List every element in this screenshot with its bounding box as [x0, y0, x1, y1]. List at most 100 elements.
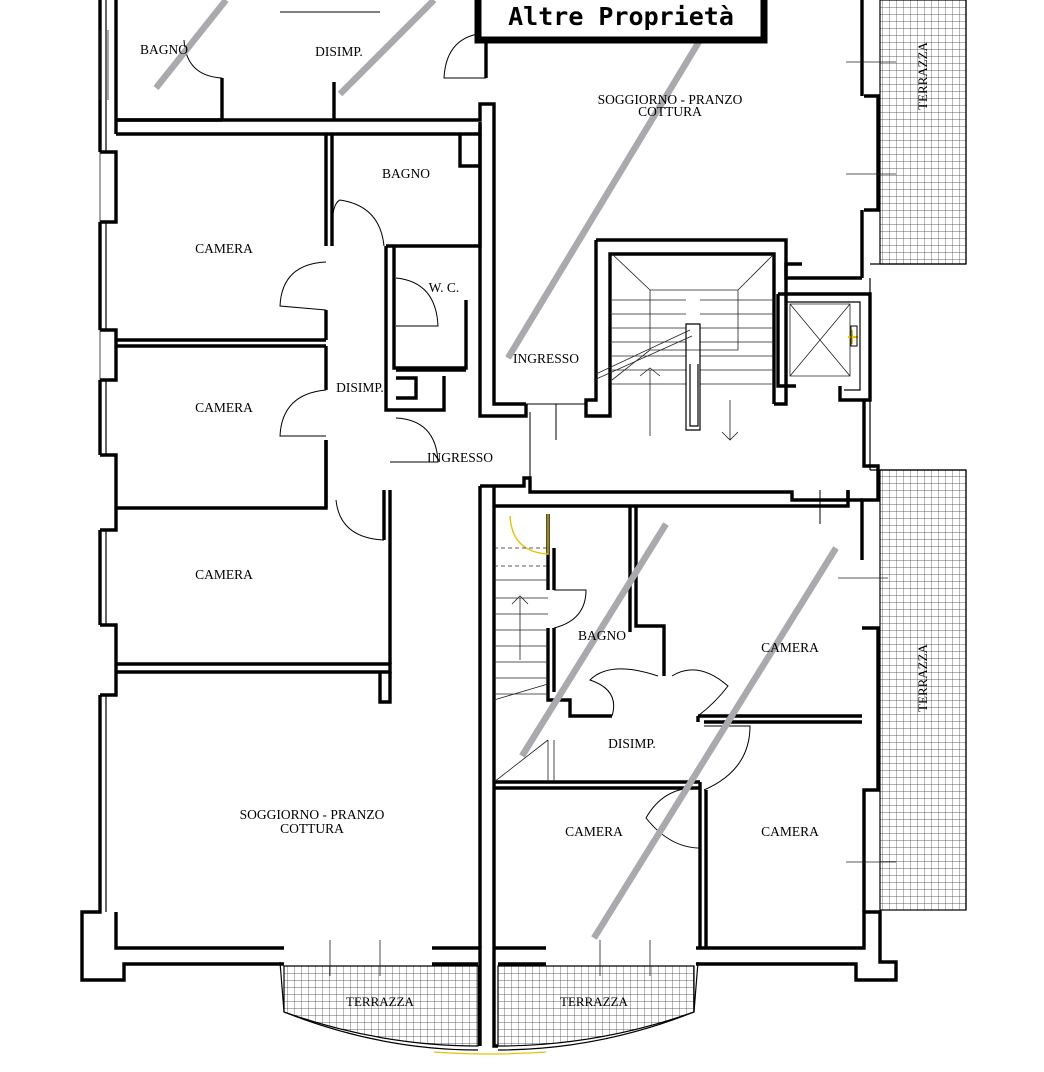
lift-counterweight [850, 325, 858, 347]
terrace-bottom-left [283, 965, 479, 1047]
stair-arrow-down [721, 400, 739, 441]
label-disimp-top: DISIMP. [315, 44, 363, 59]
label-terrace-right-bottom: TERRAZZA [915, 643, 930, 711]
wall-ingresso-sill [478, 370, 528, 418]
wall-disimp-east [384, 368, 466, 412]
walls [80, 0, 898, 1048]
label-ingresso-top: INGRESSO [513, 351, 579, 366]
door-camera-right-2 [703, 725, 751, 791]
wall-bagno-right-west [546, 514, 556, 590]
wall-right-upper [860, 0, 880, 278]
wall-camera3-stub [378, 672, 392, 704]
door-camera-bottom-1 [645, 787, 701, 849]
label-camera-left-1: CAMERA [195, 241, 253, 256]
stair-arrow-up [639, 367, 661, 436]
door-camera1 [331, 199, 385, 247]
label-camera-bottom-1: CAMERA [565, 824, 623, 839]
overlay-line-bagno [153, 0, 229, 91]
door-disimp-right-1 [589, 668, 659, 717]
wall-bagno-right [628, 506, 666, 676]
window-marks [99, 30, 896, 976]
wall-right-step [784, 262, 862, 280]
stair-handrail [689, 364, 699, 427]
door-camera1-swing [279, 261, 327, 311]
label-wc: W. C. [429, 280, 460, 295]
label-soggiorno-top-2: COTTURA [638, 104, 702, 119]
terrace-outline [870, 0, 967, 910]
wall-right-lower [860, 400, 880, 912]
wall-camera-right-south [698, 714, 862, 724]
stair-right-apartment [494, 579, 548, 695]
label-disimp-left: DISIMP. [336, 380, 384, 395]
pier-left-2 [100, 328, 118, 382]
terraces [279, 0, 967, 1055]
terrace-bottom-left-edge [279, 961, 479, 1051]
wall-wc [392, 246, 468, 370]
door-landing [526, 403, 586, 440]
pier-left-4 [100, 623, 118, 697]
wall-bagno-right-south [546, 628, 612, 718]
pier-left-3 [100, 453, 118, 532]
door-right-landing [792, 490, 848, 524]
stair-well [685, 323, 701, 431]
terrace-right-bottom [879, 469, 967, 911]
wall-bagno [386, 134, 482, 248]
overlay-line-disimp [337, 0, 437, 97]
wall-disimp-niche [396, 376, 418, 400]
wall-bottom-left [80, 815, 284, 982]
door-top-right [443, 33, 486, 79]
overlay-line-camera-right [591, 546, 839, 940]
label-camera-right-1: CAMERA [761, 640, 819, 655]
label-camera-left-3: CAMERA [195, 567, 253, 582]
door-bagno-right [553, 589, 587, 629]
label-bagno-top-left: BAGNO [140, 42, 188, 57]
wall-landing [480, 476, 848, 502]
wall-stairwell-corner [774, 386, 788, 406]
label-terrace-bottom-left: TERRAZZA [346, 994, 414, 1009]
label-soggiorno-bottom-2: COTTURA [280, 821, 344, 836]
wall-bottom-center-right [492, 946, 546, 1048]
label-disimp-right: DISIMP. [608, 736, 656, 751]
stair-left-treads [612, 299, 686, 385]
lift-counterweight-icon [848, 330, 858, 344]
door-bagno-top [183, 39, 223, 79]
overlay-line-bagno-right [519, 522, 669, 758]
other-property-markings [153, 0, 839, 940]
stairs [493, 253, 858, 783]
wall-central-spine [478, 486, 496, 948]
terrace-labels: TERRAZZA TERRAZZA TERRAZZA TERRAZZA [346, 41, 930, 1009]
pier-left-1 [100, 150, 118, 224]
terrace-right-ticks [838, 61, 896, 863]
label-terrace-bottom-right: TERRAZZA [560, 994, 628, 1009]
stair-right-treads [700, 299, 774, 385]
terrace-right-top [879, 0, 967, 265]
label-soggiorno-top-1: SOGGIORNO - PRANZO [598, 92, 743, 107]
window-top-left [99, 30, 109, 100]
stair-right-cut [493, 683, 555, 783]
label-camera-bottom-2: CAMERA [761, 824, 819, 839]
lift-cabin [789, 303, 851, 377]
terrace-bottom-right-edge [497, 961, 699, 1051]
room-labels: BAGNO DISIMP. SOGGIORNO - PRANZO COTTURA… [140, 42, 819, 839]
label-camera-left-2: CAMERA [195, 400, 253, 415]
wall-camera-bottom-split [494, 780, 708, 948]
door-wc [395, 277, 439, 327]
wall-lift-inner [786, 301, 861, 391]
label-bagno-left: BAGNO [382, 166, 430, 181]
terrace-bottom-ticks [329, 940, 651, 976]
door-disimp [390, 417, 439, 463]
door-camera2 [279, 389, 327, 437]
wall-camera3-bottom [116, 662, 392, 674]
stamp-frame [474, 0, 768, 44]
label-soggiorno-bottom-1: SOGGIORNO - PRANZO [240, 807, 385, 822]
wall-stairwell [584, 238, 788, 418]
wall-top-partitions [220, 78, 336, 120]
terrace-front-edge [433, 1051, 547, 1055]
wall-lift [776, 292, 872, 402]
door-yellow [509, 514, 549, 555]
overlay-line-soggiorno [505, 38, 703, 360]
wall-top-hall [116, 102, 496, 124]
wall-ingresso-outer [492, 124, 526, 406]
stair-top-landing [611, 253, 775, 381]
